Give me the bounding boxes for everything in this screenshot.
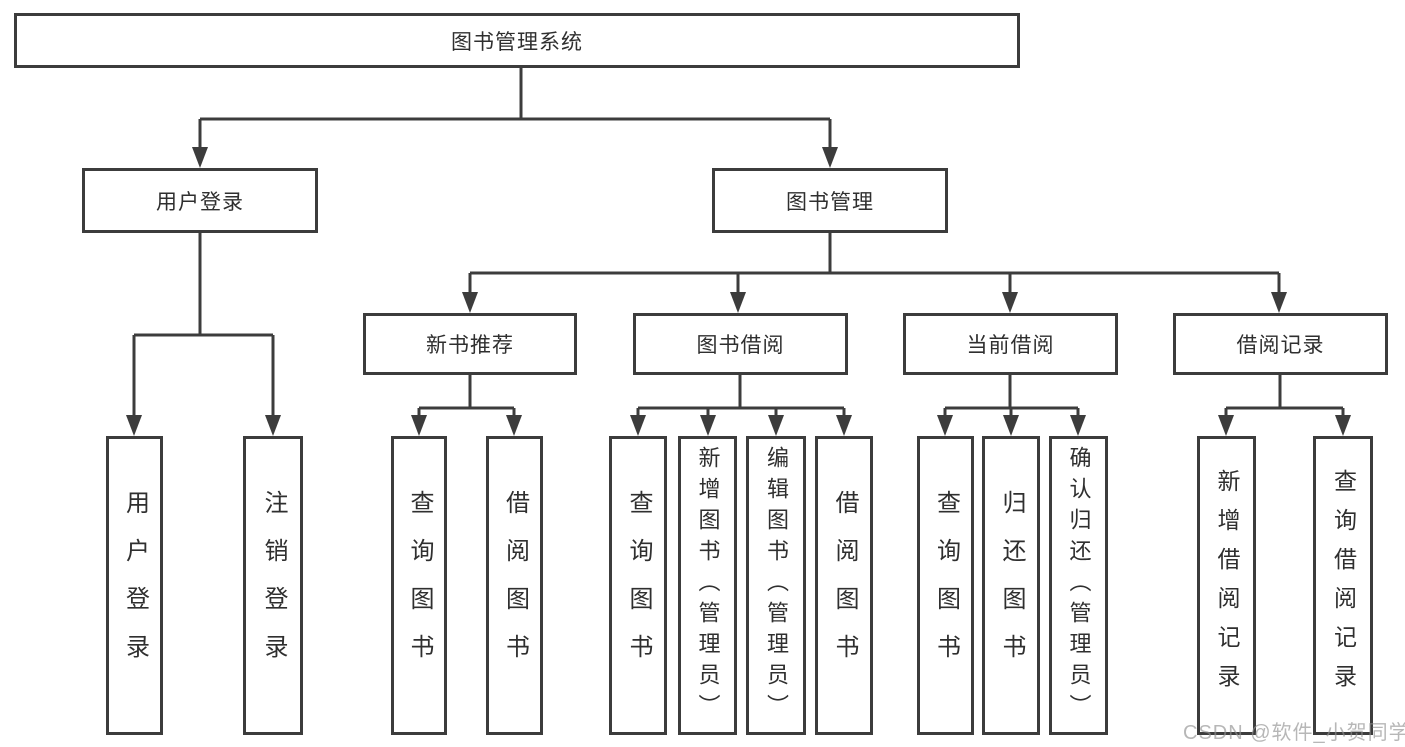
node-root-library-system: 图书管理系统 [14, 13, 1020, 68]
leaf-query-borrow-record: 查询借阅记录 [1313, 436, 1373, 735]
connector-book-management-children [462, 233, 1287, 313]
leaf-add-borrow-record: 新增借阅记录 [1197, 436, 1256, 735]
connector-borrow-records-children [1218, 375, 1351, 436]
arrowhead [1002, 292, 1018, 313]
node-user-login: 用户登录 [82, 168, 318, 233]
arrowhead [730, 292, 746, 313]
arrowhead [700, 415, 716, 436]
arrowhead [1218, 415, 1234, 436]
node-current-borrow: 当前借阅 [903, 313, 1118, 375]
node-book-borrow: 图书借阅 [633, 313, 848, 375]
arrowhead [1003, 415, 1019, 436]
leaf-user-login: 用户登录 [106, 436, 163, 735]
arrowhead [411, 415, 427, 436]
arrowhead [126, 415, 142, 436]
arrowhead [265, 415, 281, 436]
arrowhead [937, 415, 953, 436]
arrowhead [630, 415, 646, 436]
arrowhead [836, 415, 852, 436]
node-book-management: 图书管理 [712, 168, 948, 233]
leaf-logout: 注销登录 [243, 436, 303, 735]
node-borrow-records: 借阅记录 [1173, 313, 1388, 375]
connector-current-borrow-children [937, 375, 1086, 436]
connector-new-book-children [411, 375, 522, 436]
connector-book-borrow-children [630, 375, 852, 436]
connector-root-to-level2 [192, 68, 838, 168]
connector-user-login-children [126, 233, 281, 436]
arrowhead [1271, 292, 1287, 313]
arrowhead [768, 415, 784, 436]
leaf-borrow-books: 借阅图书 [815, 436, 873, 735]
leaf-query-books-recommend: 查询图书 [391, 436, 447, 735]
node-new-book-recommend: 新书推荐 [363, 313, 577, 375]
arrowhead [506, 415, 522, 436]
csdn-watermark: CSDN @软件_小贺同学 [1183, 722, 1405, 744]
leaf-query-books-borrow: 查询图书 [609, 436, 667, 735]
leaf-confirm-return-admin: 确认归还（管理员） [1049, 436, 1108, 735]
arrowhead [1070, 415, 1086, 436]
leaf-edit-books-admin: 编辑图书（管理员） [746, 436, 806, 735]
leaf-borrow-books-recommend: 借阅图书 [486, 436, 543, 735]
arrowhead [192, 147, 208, 168]
leaf-query-books-current: 查询图书 [917, 436, 974, 735]
leaf-return-books: 归还图书 [982, 436, 1040, 735]
leaf-add-books-admin: 新增图书（管理员） [678, 436, 737, 735]
arrowhead [822, 147, 838, 168]
arrowhead [1335, 415, 1351, 436]
arrowhead [462, 292, 478, 313]
